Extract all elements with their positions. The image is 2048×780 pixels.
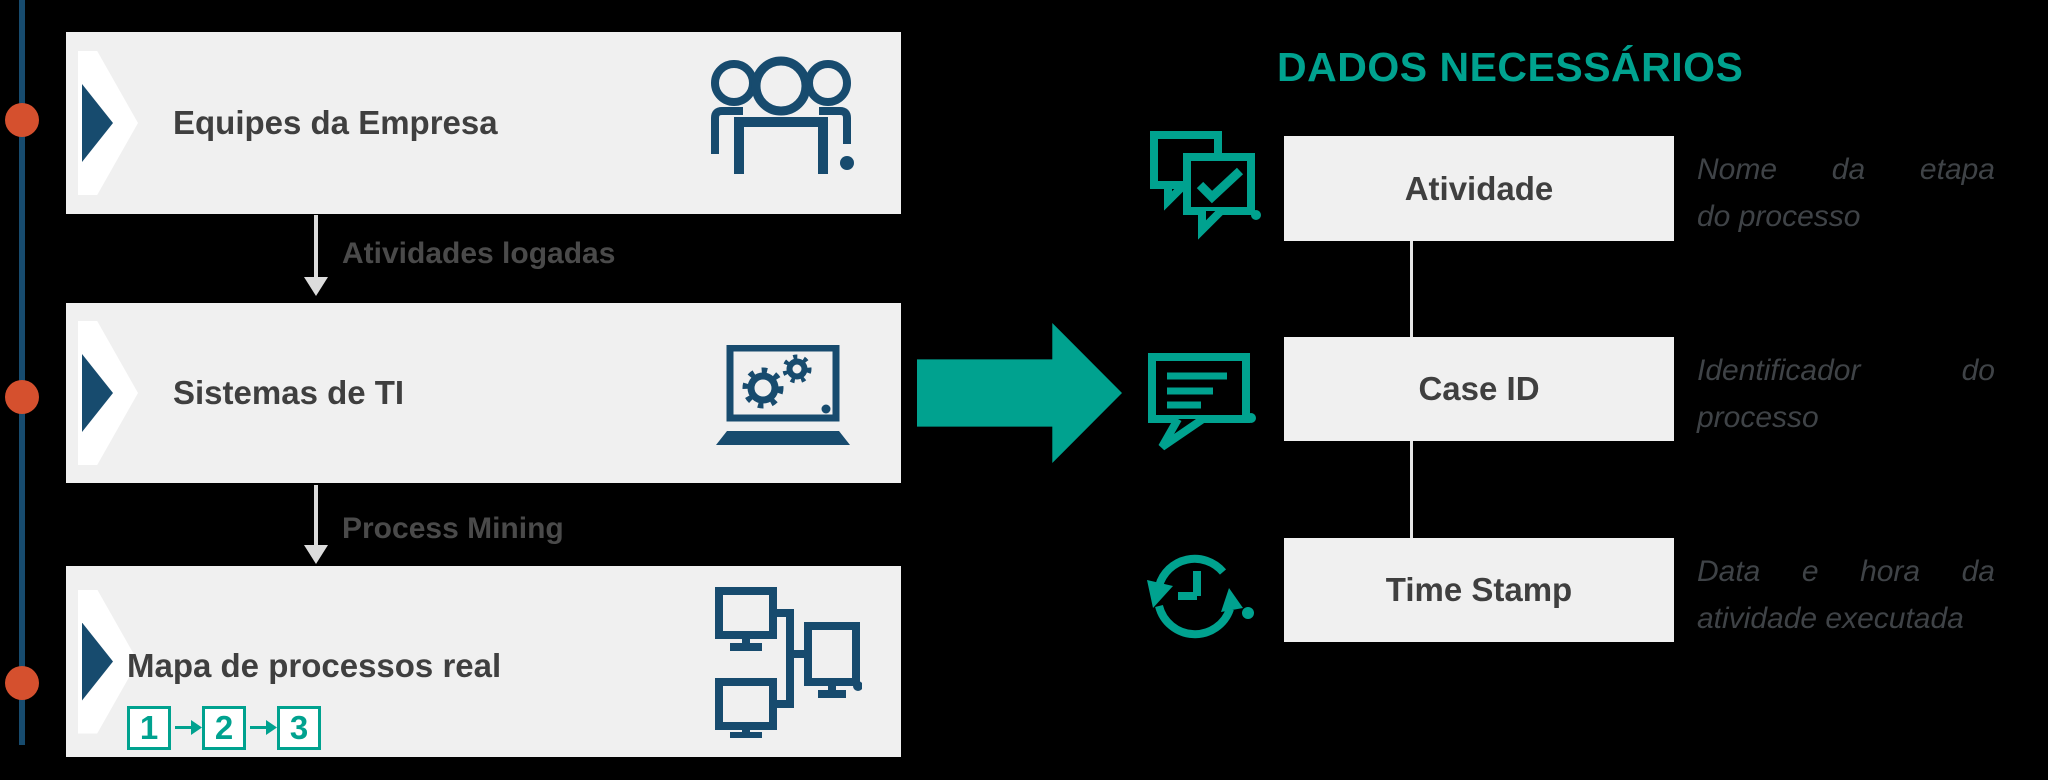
sequence-box: 1	[127, 706, 171, 750]
description-line: processo	[1697, 401, 1819, 434]
team-people-icon	[705, 56, 857, 174]
chat-check-icon	[1147, 128, 1261, 242]
sequence-box: 3	[277, 706, 321, 750]
step-label: Mapa de processos real	[127, 647, 502, 684]
description-line: do processo	[1697, 200, 1861, 233]
field-connector-line	[1410, 441, 1413, 538]
data-field-box-atividade: Atividade	[1284, 136, 1674, 241]
description-line: atividade executada	[1697, 602, 1964, 635]
sequence-box: 2	[202, 706, 246, 750]
timeline-dot	[5, 380, 39, 414]
field-connector-line	[1410, 241, 1413, 337]
flow-down-arrowhead	[304, 545, 328, 564]
process-step-equipes: Equipes da Empresa	[66, 32, 901, 214]
data-field-description: Nome da etapa do processo	[1697, 146, 1995, 240]
network-monitors-icon	[714, 586, 862, 738]
step-chevron	[78, 589, 138, 734]
data-field-description: Identificador do processo	[1697, 347, 1995, 441]
data-field-label: Atividade	[1404, 169, 1554, 207]
flow-connector-label: Process Mining	[342, 512, 564, 545]
right-panel-title: DADOS NECESSÁRIOS	[1277, 44, 1744, 90]
data-field-label: Time Stamp	[1385, 571, 1573, 608]
laptop-gears-icon	[713, 345, 853, 449]
timeline-dot	[5, 666, 39, 700]
sequence-arrowhead	[191, 720, 202, 735]
step-chevron	[78, 51, 138, 195]
process-step-sistemas: Sistemas de TI	[66, 303, 901, 483]
speech-text-icon	[1147, 352, 1257, 454]
flow-down-arrow	[314, 215, 318, 277]
description-line: Nome da etapa	[1697, 153, 1995, 186]
data-field-label: Case ID	[1418, 370, 1540, 407]
data-field-box-caseid: Case ID	[1284, 337, 1674, 441]
process-to-data-arrow	[917, 323, 1122, 463]
timeline-dot	[5, 103, 39, 137]
flow-down-arrow	[314, 485, 318, 545]
step-label: Sistemas de TI	[173, 374, 405, 411]
timeline-rail	[19, 0, 25, 745]
clock-history-icon	[1143, 546, 1257, 646]
sequence-arrowhead	[266, 720, 277, 735]
flow-connector-label: Atividades logadas	[342, 237, 616, 270]
step-chevron	[78, 321, 138, 465]
step-label: Equipes da Empresa	[173, 104, 498, 141]
sequence-arrow	[175, 726, 192, 729]
description-line: Identificador do	[1697, 354, 1995, 387]
data-field-description: Data e hora da atividade executada	[1697, 548, 1995, 642]
sequence-arrow	[250, 726, 267, 729]
flow-down-arrowhead	[304, 277, 328, 296]
data-field-box-timestamp: Time Stamp	[1284, 538, 1674, 642]
description-line: Data e hora da	[1697, 555, 1995, 588]
process-step-mapa: Mapa de processos real 1 2 3	[66, 566, 901, 757]
